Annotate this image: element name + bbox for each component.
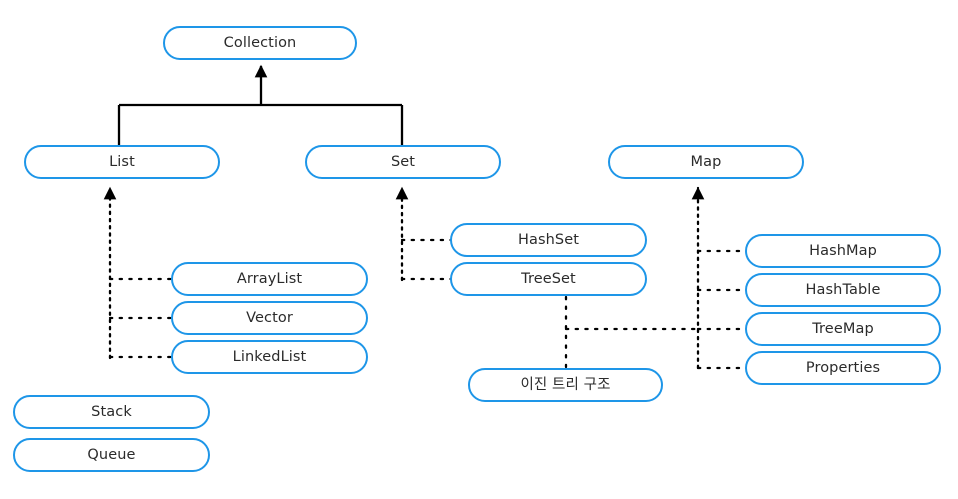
node-binary-tree-note[interactable]: 이진 트리 구조 xyxy=(468,368,663,402)
node-collection[interactable]: Collection xyxy=(163,26,357,60)
node-properties-label: Properties xyxy=(805,359,881,376)
node-hashmap[interactable]: HashMap xyxy=(745,234,941,268)
node-linkedlist-label: LinkedList xyxy=(232,348,307,365)
edge-treeset-binarytree-treemap xyxy=(564,295,702,369)
node-arraylist[interactable]: ArrayList xyxy=(171,262,368,296)
node-treemap[interactable]: TreeMap xyxy=(745,312,941,346)
edge-collection-bus xyxy=(117,64,404,146)
edge-group-map-children xyxy=(691,186,748,370)
node-linkedlist[interactable]: LinkedList xyxy=(171,340,368,374)
node-arraylist-label: ArrayList xyxy=(236,270,303,287)
node-hashtable[interactable]: HashTable xyxy=(745,273,941,307)
node-map-label: Map xyxy=(690,153,722,170)
node-stack-label: Stack xyxy=(91,403,132,420)
node-hashtable-label: HashTable xyxy=(805,281,881,298)
node-vector-label: Vector xyxy=(246,309,293,326)
node-hashset[interactable]: HashSet xyxy=(450,223,647,257)
node-queue[interactable]: Queue xyxy=(13,438,210,472)
node-collection-label: Collection xyxy=(223,34,297,51)
node-properties[interactable]: Properties xyxy=(745,351,941,385)
node-list-label: List xyxy=(109,153,135,170)
node-stack[interactable]: Stack xyxy=(13,395,210,429)
node-treeset[interactable]: TreeSet xyxy=(450,262,647,296)
node-hashset-label: HashSet xyxy=(517,231,580,248)
edge-group-set-children xyxy=(395,186,453,282)
node-hashmap-label: HashMap xyxy=(809,242,877,259)
node-treeset-label: TreeSet xyxy=(521,270,576,287)
node-set[interactable]: Set xyxy=(305,145,501,179)
node-queue-label: Queue xyxy=(87,446,136,463)
node-map[interactable]: Map xyxy=(608,145,804,179)
node-vector[interactable]: Vector xyxy=(171,301,368,335)
node-set-label: Set xyxy=(390,153,416,170)
node-binary-tree-note-label: 이진 트리 구조 xyxy=(520,376,611,393)
node-list[interactable]: List xyxy=(24,145,220,179)
edge-group-list-children xyxy=(103,186,174,360)
node-treemap-label: TreeMap xyxy=(812,320,874,337)
